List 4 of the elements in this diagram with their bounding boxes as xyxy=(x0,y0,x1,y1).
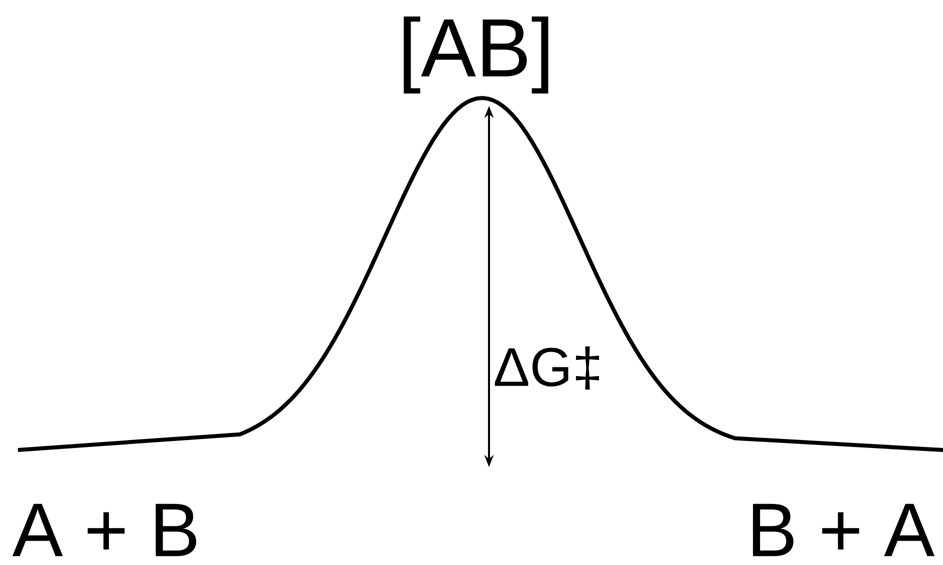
energy-label: ΔG‡ xyxy=(494,346,600,390)
state-label: A + B xyxy=(12,504,196,556)
state-label: B + A xyxy=(752,504,935,556)
state-label: [AB] xyxy=(404,16,548,94)
